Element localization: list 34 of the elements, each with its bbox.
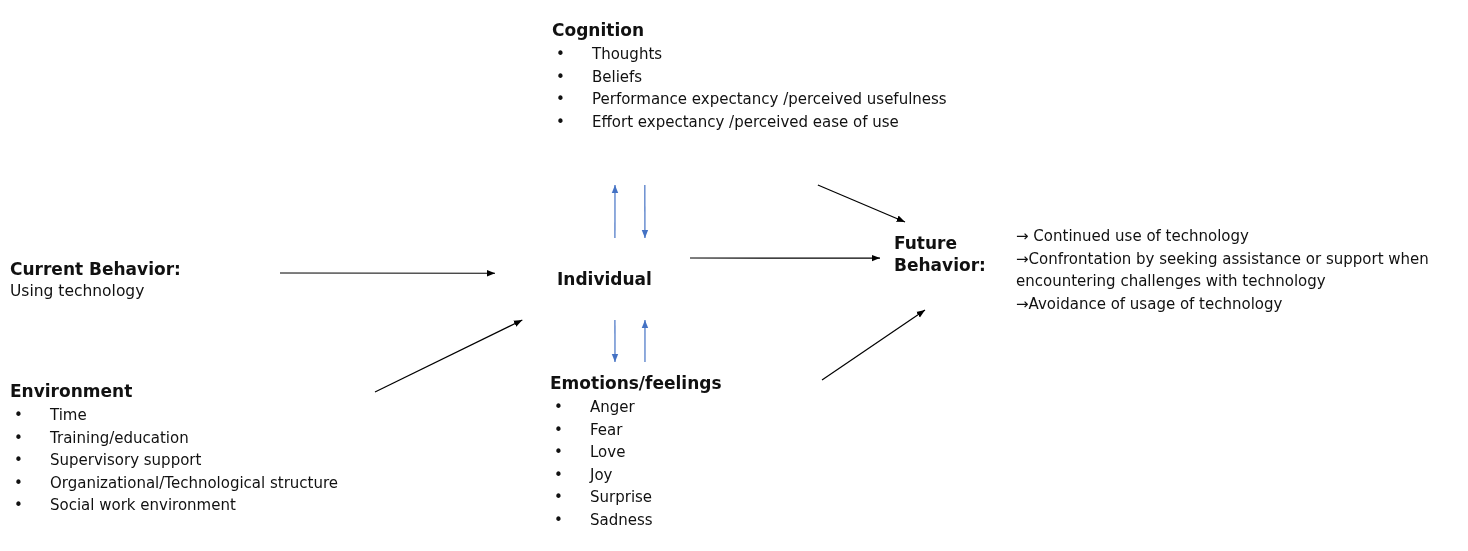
bullet-item: • Organizational/Technological structure [14, 472, 340, 494]
bullet-item: • Training/education [14, 427, 190, 449]
bullet-item: • Fear [554, 419, 624, 441]
bullet-item: • Surprise [554, 487, 654, 508]
bullet-item: • Social work environment [14, 495, 237, 516]
bullet-item: • Sadness [554, 509, 654, 531]
arrow [374, 319, 523, 393]
arrow [611, 319, 619, 363]
heading: Environment [10, 380, 133, 402]
bullet-item: • Anger [554, 397, 636, 418]
outcome-text: →Confrontation by seeking assistance or support when encountering challenges with technology [1016, 248, 1430, 292]
heading: Future Behavior: [894, 232, 987, 276]
heading: Emotions/feelings [550, 372, 722, 394]
heading: Current Behavior: [10, 258, 181, 280]
bullet-item: • Beliefs [556, 66, 644, 88]
bullet-item: • Effort expectancy /perceived ease of use [556, 111, 900, 133]
outcome-text: →Avoidance of usage of technology [1016, 293, 1284, 315]
arrow [641, 319, 649, 363]
arrow [279, 269, 496, 277]
bullet-item: • Time [14, 405, 88, 426]
outcome-text: → Continued use of technology [1016, 226, 1250, 247]
body-text: Using technology [10, 281, 145, 302]
bullet-item: • Thoughts [556, 44, 664, 65]
bullet-item: • Joy [554, 464, 614, 486]
arrow [611, 184, 619, 239]
arrow [817, 184, 906, 223]
arrow [821, 309, 926, 381]
bullet-item: • Supervisory support [14, 450, 203, 471]
heading: Cognition [552, 19, 644, 41]
bullet-item: • Love [554, 442, 627, 463]
arrow [641, 184, 649, 239]
bullet-item: • Performance expectancy /perceived usefulness [556, 89, 948, 110]
arrow [689, 254, 881, 262]
heading: Individual [557, 268, 652, 290]
